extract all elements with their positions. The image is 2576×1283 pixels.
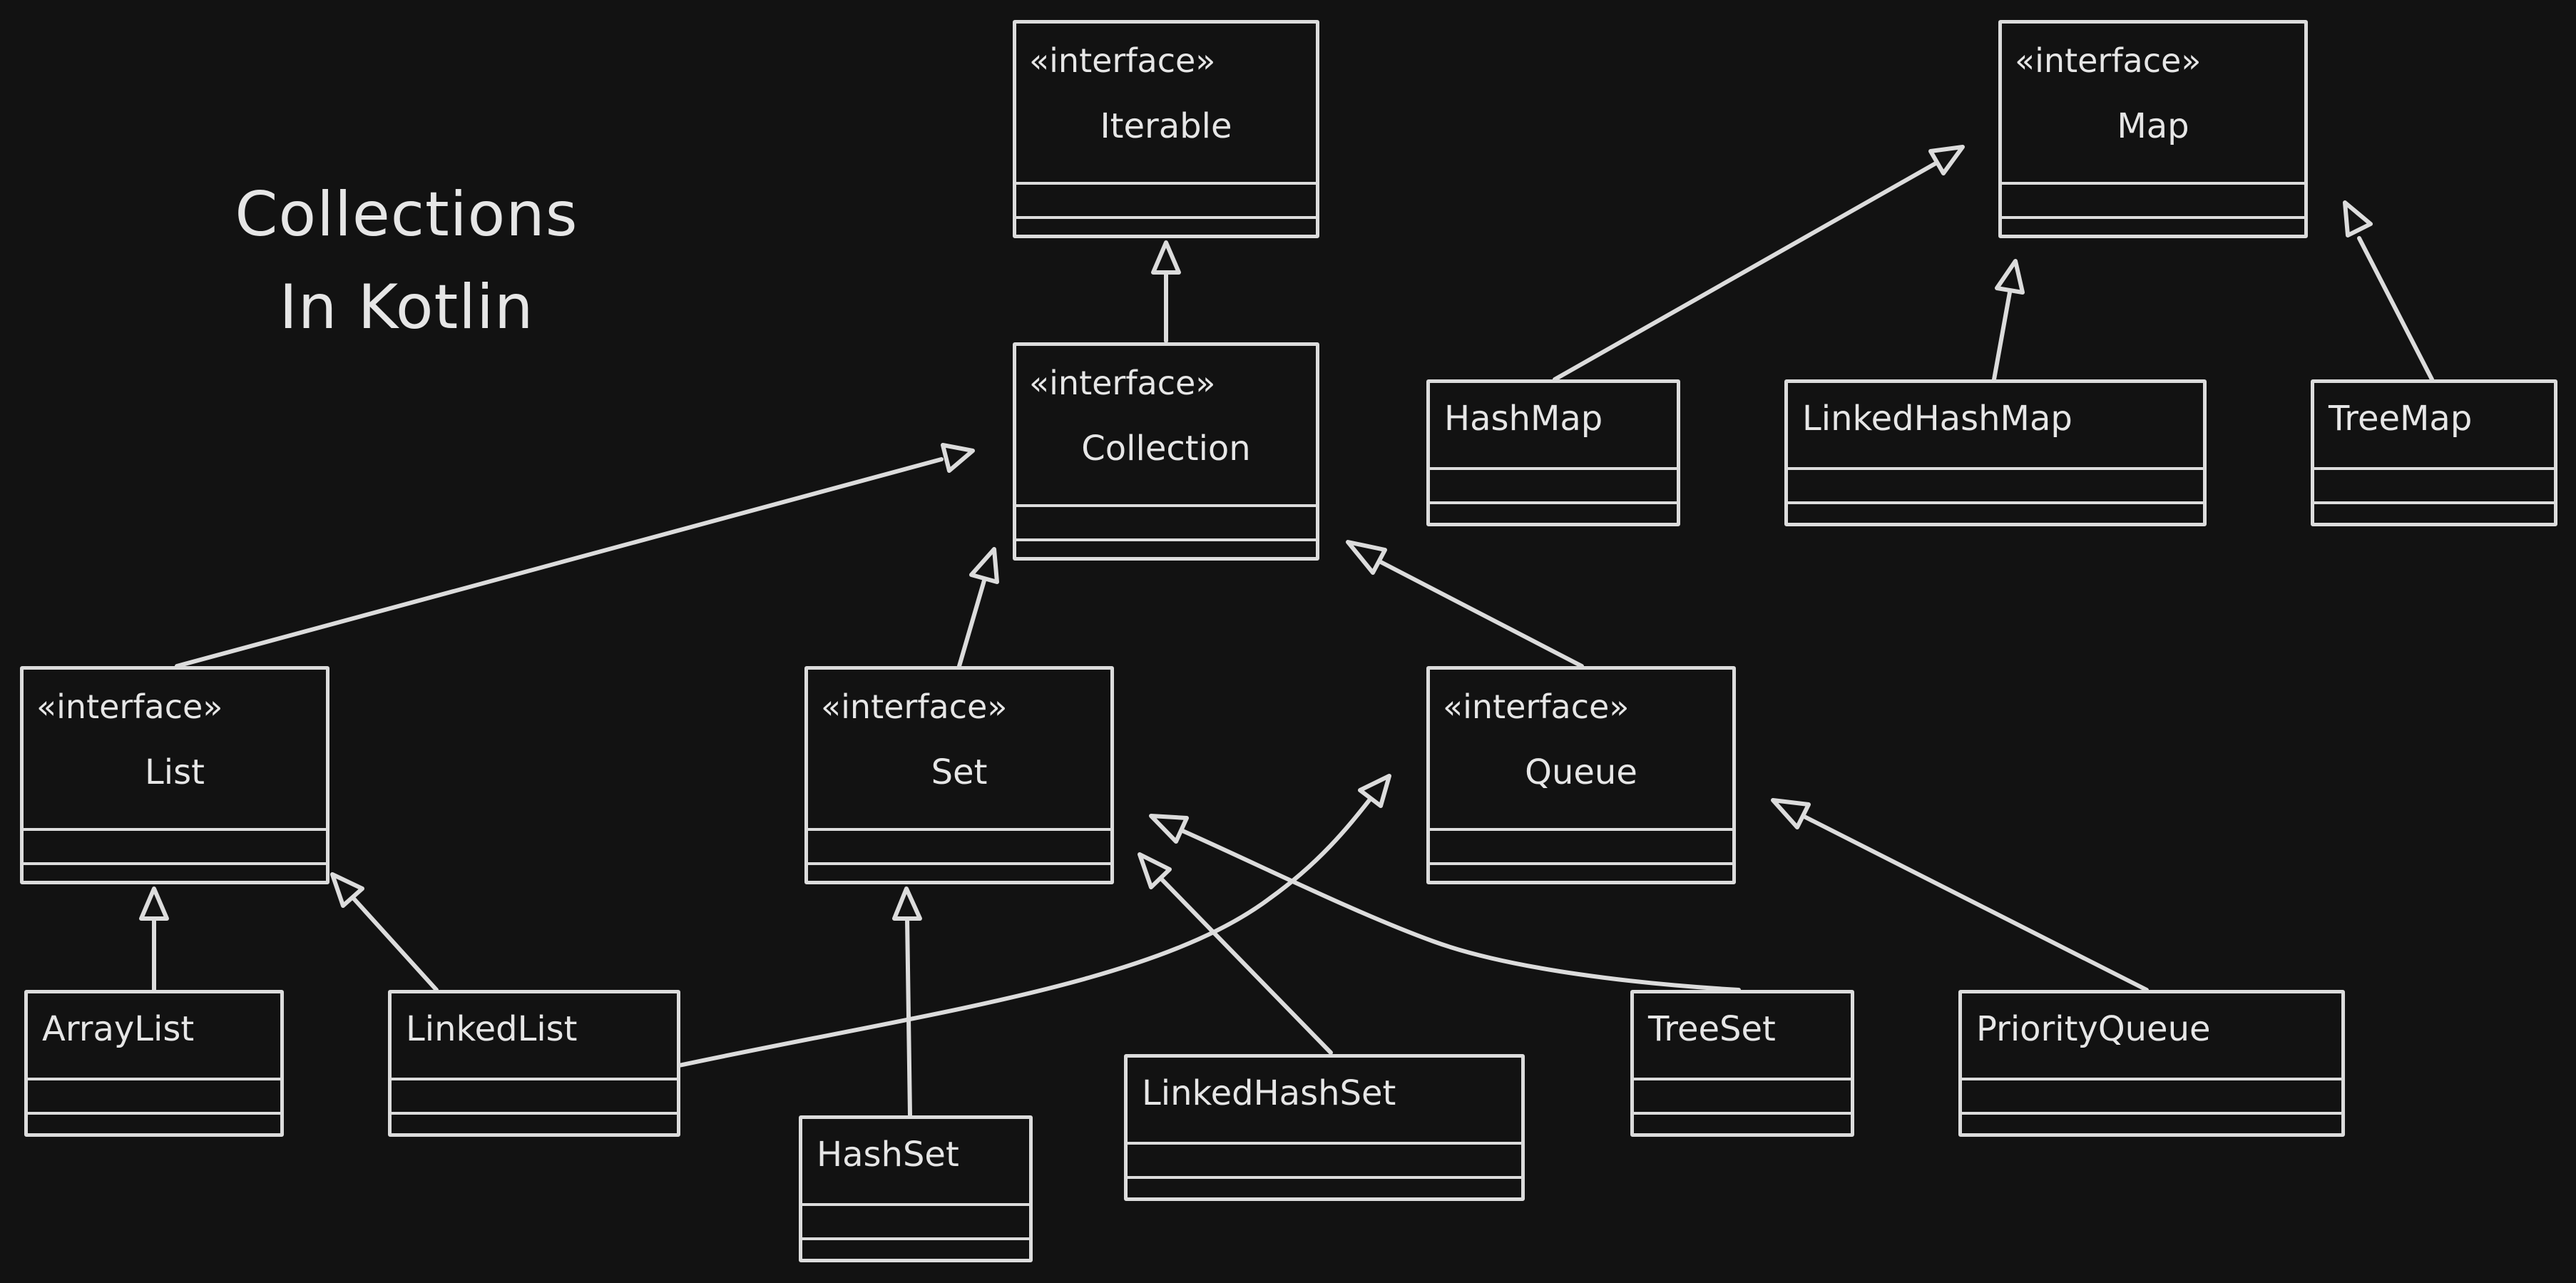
stereotype-label: «interface» (36, 687, 223, 726)
separator (24, 862, 326, 865)
class-name: TreeSet (1648, 1009, 1776, 1049)
arrowhead-set-from-hashset (892, 886, 922, 921)
arrowhead-list-from-linkedlist (330, 872, 364, 908)
edge-list-collection (175, 457, 944, 668)
stereotype-label: «interface» (1443, 687, 1630, 726)
separator (1788, 501, 2203, 504)
edge-linkedhashmap-map (1992, 290, 2012, 382)
edge-hashmap-map (1553, 160, 1939, 382)
separator (2002, 182, 2304, 185)
class-name: PriorityQueue (1976, 1009, 2211, 1049)
arrowhead-set-from-linkedhashset (1138, 852, 1172, 889)
edge-linkedlist-list (352, 896, 439, 992)
title-line-1: Collections (235, 179, 578, 250)
class-name: Queue (1525, 752, 1637, 792)
node-iterable: «interface» Iterable (1013, 20, 1319, 238)
separator (1430, 862, 1732, 865)
class-name: List (145, 752, 205, 792)
node-linkedlist: LinkedList (388, 990, 680, 1137)
separator (392, 1112, 677, 1115)
class-name: Collection (1081, 429, 1251, 469)
stereotype-label: «interface» (1029, 41, 1216, 80)
separator (1128, 1142, 1521, 1145)
class-name: ArrayList (42, 1009, 195, 1049)
class-name: HashMap (1444, 399, 1603, 439)
arrowhead-list-from-arraylist (139, 886, 169, 921)
node-priorityqueue: PriorityQueue (1958, 990, 2345, 1137)
separator (808, 828, 1110, 831)
separator (802, 1237, 1029, 1240)
stereotype-label: «interface» (821, 687, 1008, 726)
edge-priorityqueue-queue (1801, 814, 2149, 992)
separator (1016, 182, 1316, 185)
separator (2002, 216, 2304, 219)
title-line-2: In Kotlin (279, 272, 534, 343)
separator (1634, 1112, 1851, 1115)
separator (1962, 1078, 2341, 1080)
separator (24, 828, 326, 831)
node-map: «interface» Map (1998, 20, 2308, 238)
arrowhead-queue-from-linkedlist (1358, 774, 1391, 808)
class-name: LinkedHashSet (1142, 1073, 1396, 1113)
separator (802, 1203, 1029, 1206)
node-linkedhashmap: LinkedHashMap (1784, 379, 2207, 526)
separator (1128, 1176, 1521, 1179)
class-name: Map (2117, 106, 2189, 146)
separator (808, 862, 1110, 865)
arrowhead-queue-from-priorityqueue (1771, 798, 1811, 829)
class-name: HashSet (817, 1135, 959, 1175)
stereotype-label: «interface» (2015, 41, 2202, 80)
arrowhead-collection-from-set (969, 547, 999, 584)
stereotype-label: «interface» (1029, 364, 1216, 402)
separator (1634, 1078, 1851, 1080)
node-treemap: TreeMap (2311, 379, 2557, 526)
class-name: Iterable (1100, 106, 1232, 146)
separator (1430, 467, 1677, 470)
separator (28, 1112, 280, 1115)
arrowhead-map-from-hashmap (1928, 145, 1965, 175)
diagram-title: Collections In Kotlin (143, 168, 670, 354)
node-arraylist: ArrayList (24, 990, 284, 1137)
node-hashmap: HashMap (1426, 379, 1680, 526)
arrowhead-map-from-linkedhashmap (1995, 259, 2025, 295)
edge-queue-collection (1379, 560, 1584, 668)
separator (1016, 538, 1316, 541)
separator (2314, 467, 2554, 470)
separator (1788, 467, 2203, 470)
class-name: TreeMap (2329, 399, 2473, 439)
edge-set-collection (957, 578, 986, 668)
node-linkedhashset: LinkedHashSet (1124, 1054, 1525, 1201)
node-treeset: TreeSet (1630, 990, 1854, 1137)
arrowhead-map-from-treemap (2343, 200, 2373, 237)
node-set: «interface» Set (804, 666, 1114, 884)
separator (2314, 501, 2554, 504)
arrowhead-collection-from-list (941, 443, 975, 473)
edge-treemap-map (2357, 236, 2434, 382)
separator (1430, 501, 1677, 504)
node-queue: «interface» Queue (1426, 666, 1736, 884)
class-name: Set (931, 752, 988, 792)
class-name: LinkedList (406, 1009, 578, 1049)
arrowhead-collection-from-queue (1346, 540, 1387, 575)
class-name: LinkedHashMap (1802, 399, 2072, 439)
separator (28, 1078, 280, 1080)
node-collection: «interface» Collection (1013, 342, 1319, 561)
separator (1430, 828, 1732, 831)
separator (392, 1078, 677, 1080)
separator (1016, 504, 1316, 507)
separator (1962, 1112, 2341, 1115)
edge-linkedhashset-set (1159, 876, 1333, 1055)
edge-hashset-set (905, 916, 912, 1118)
arrowhead-set-from-treeset (1149, 814, 1189, 844)
node-list: «interface» List (20, 666, 329, 884)
node-hashset: HashSet (799, 1115, 1033, 1262)
separator (1016, 216, 1316, 219)
arrowhead-iterable (1151, 240, 1181, 275)
